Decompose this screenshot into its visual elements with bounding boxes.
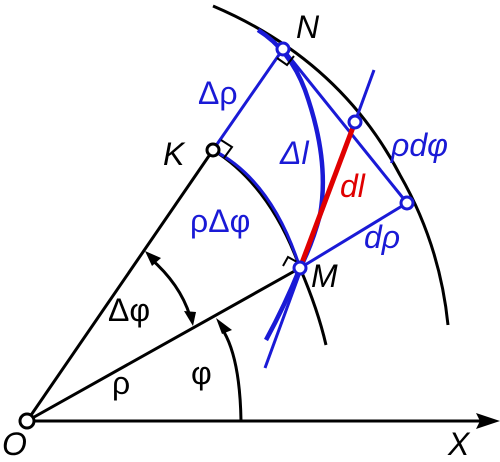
- segment-n-d: [281, 48, 409, 204]
- label-delta-phi: Δφ: [108, 292, 150, 328]
- ray-om: [26, 266, 301, 423]
- right-angle-n: [276, 55, 295, 67]
- segment-k-n: [211, 48, 285, 151]
- right-angle-m: [282, 255, 298, 267]
- label-delta-l: Δl: [279, 135, 309, 171]
- point-d-rho-end: [399, 195, 415, 211]
- outer-arc: [212, 4, 450, 326]
- segment-dl: [297, 121, 358, 269]
- label-dl: dl: [340, 168, 366, 204]
- point-origin: [18, 412, 36, 430]
- label-rho-delta-phi: ρΔφ: [190, 203, 250, 239]
- label-rho-dphi: ρdφ: [390, 127, 448, 163]
- point-k: [205, 142, 221, 158]
- point-m: [292, 260, 308, 276]
- delta-phi-arrowhead-bottom: [184, 311, 196, 326]
- segment-m-d: [299, 201, 408, 270]
- point-dl-end: [347, 114, 363, 130]
- label-rho: ρ: [112, 365, 130, 401]
- label-d-rho: dρ: [364, 219, 400, 255]
- right-angle-k: [220, 139, 234, 159]
- delta-phi-arrowhead-top: [145, 251, 161, 266]
- label-delta-rho: Δρ: [198, 75, 238, 111]
- label-origin: O: [2, 426, 27, 462]
- label-m: M: [311, 258, 338, 294]
- label-n: N: [296, 9, 320, 45]
- label-phi: φ: [191, 355, 212, 391]
- label-k: K: [163, 136, 186, 172]
- phi-angle-arc: [222, 331, 243, 422]
- arc-rho-delta-phi: [212, 148, 302, 269]
- phi-arrowhead: [216, 318, 232, 334]
- ray-ok: [25, 149, 215, 422]
- label-axis-x: X: [447, 426, 471, 462]
- delta-phi-angle-arc: [149, 256, 192, 317]
- x-axis-arrowhead: [476, 413, 500, 429]
- point-n: [275, 41, 291, 57]
